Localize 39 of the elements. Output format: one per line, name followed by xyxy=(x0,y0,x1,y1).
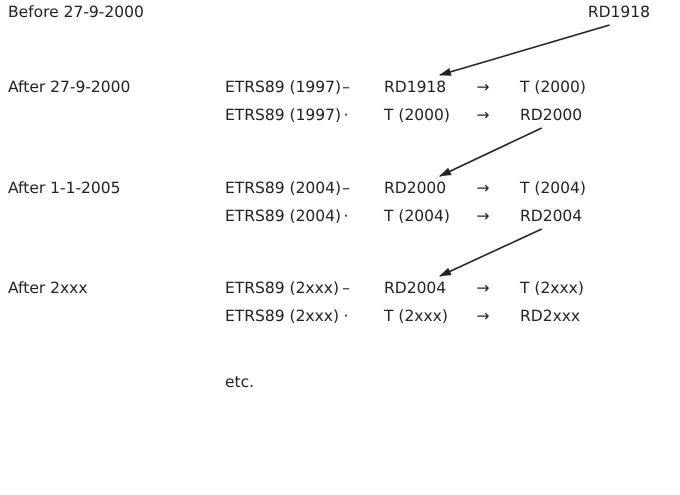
formula-term: RD2xxx xyxy=(520,306,580,326)
formula-term: T (2004) xyxy=(384,206,450,226)
period-label: Before 27-9-2000 xyxy=(8,2,144,22)
period-label: After 27-9-2000 xyxy=(8,77,130,97)
formula-term: T (2xxx) xyxy=(520,278,584,298)
operator-symbol: · xyxy=(344,105,348,125)
formula-term: ETRS89 (2xxx) xyxy=(225,278,339,298)
operator-symbol: → xyxy=(476,77,490,97)
operator-symbol: – xyxy=(342,178,350,198)
term-label: RD2000 xyxy=(384,178,446,198)
operator-symbol: – xyxy=(342,278,350,298)
formula-term: etc. xyxy=(225,372,254,392)
operator-symbol: → xyxy=(476,206,490,226)
arrow xyxy=(439,228,542,277)
operator-symbol: → xyxy=(476,278,490,298)
formula-term: ETRS89 (2004) xyxy=(225,178,342,198)
operator-symbol: – xyxy=(342,77,350,97)
formula-term: T (2000) xyxy=(384,105,450,125)
term-label: RD1918 xyxy=(384,77,446,97)
operator-symbol: → xyxy=(476,178,490,198)
term-label: RD2004 xyxy=(520,206,582,226)
arrow xyxy=(439,127,542,177)
arrow xyxy=(438,24,610,76)
term-label: RD1918 xyxy=(588,2,650,22)
formula-term: T (2004) xyxy=(520,178,586,198)
formula-term: T (2xxx) xyxy=(384,306,448,326)
term-label: RD2000 xyxy=(520,105,582,125)
formula-term: ETRS89 (1997) xyxy=(225,105,342,125)
formula-term: ETRS89 (1997) xyxy=(225,77,342,97)
period-label: After 2xxx xyxy=(8,278,88,298)
operator-symbol: · xyxy=(344,206,348,226)
period-label: After 1-1-2005 xyxy=(8,178,121,198)
formula-term: T (2000) xyxy=(520,77,586,97)
formula-term: ETRS89 (2004) xyxy=(225,206,342,226)
term-label: RD2004 xyxy=(384,278,446,298)
formula-term: ETRS89 (2xxx) xyxy=(225,306,339,326)
operator-symbol: → xyxy=(476,105,490,125)
operator-symbol: · xyxy=(344,306,348,326)
operator-symbol: → xyxy=(476,306,490,326)
